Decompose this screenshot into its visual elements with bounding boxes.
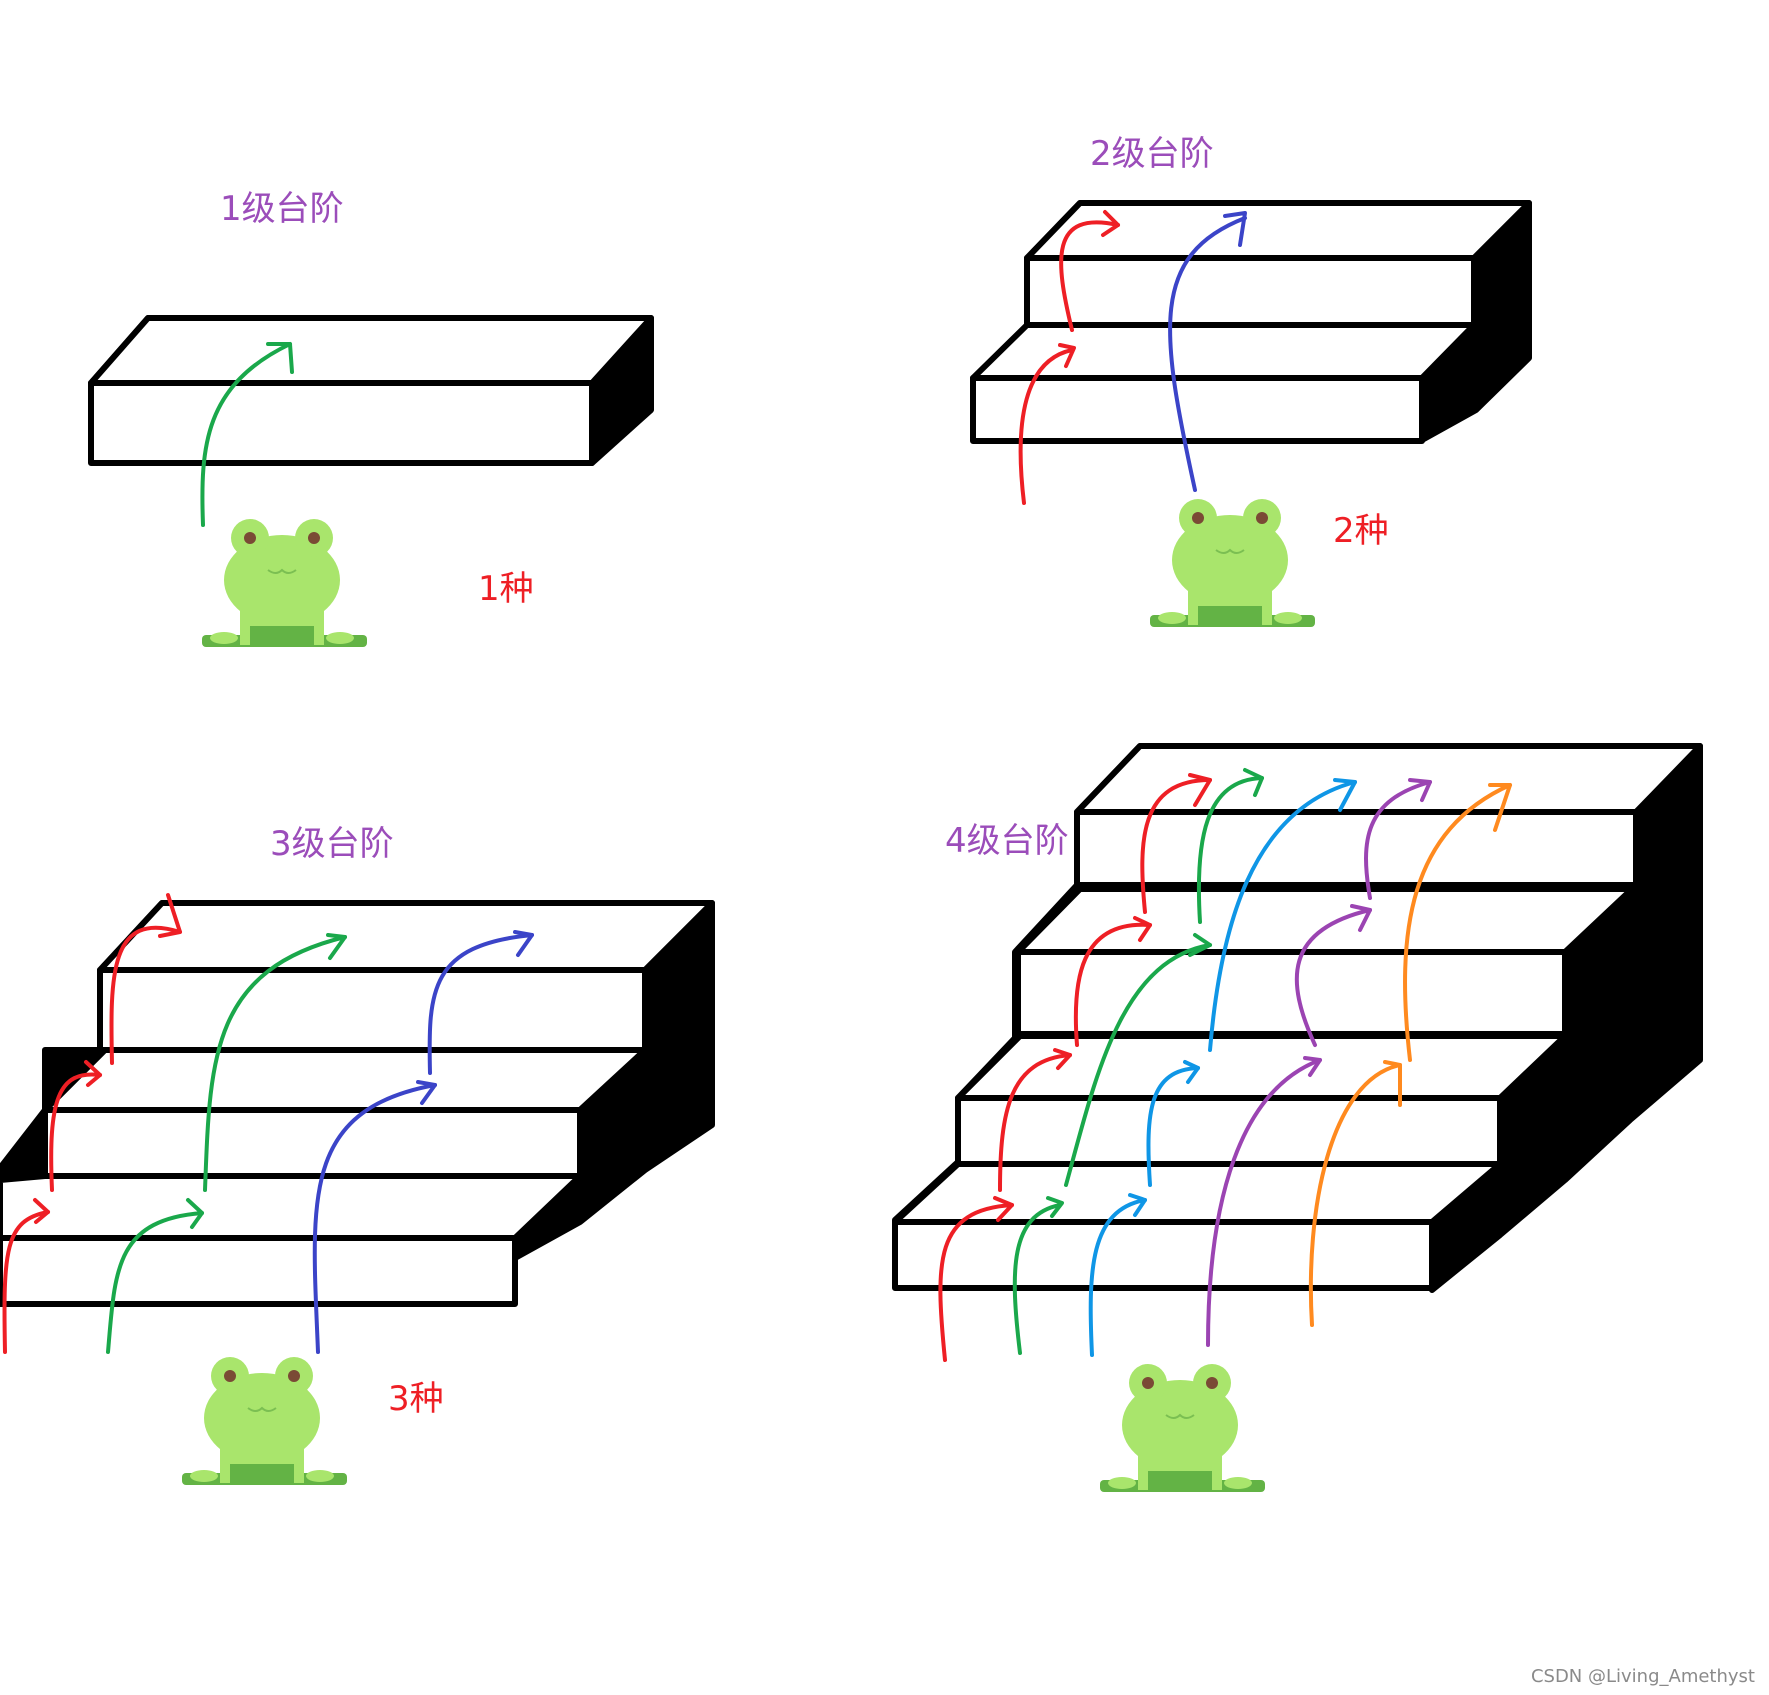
panel-4-steps: 4级台阶 5种 [895, 746, 1700, 1492]
panel-2-ways-label: 2种 [1333, 511, 1389, 551]
frog-icon [182, 1357, 347, 1485]
panel-1-steps: 1级台阶 1种 [91, 189, 651, 647]
panel-2-steps: 2级台阶 2种 [973, 134, 1529, 627]
staircase-2 [973, 203, 1529, 441]
panel-2-steps-label: 2级台阶 [1090, 134, 1214, 174]
watermark: CSDN @Living_Amethyst [1531, 1666, 1755, 1687]
panel-4-steps-label: 4级台阶 [945, 821, 1069, 861]
panel-3-steps: 3级台阶 3种 [0, 824, 712, 1485]
panel-3-steps-label: 3级台阶 [270, 824, 394, 864]
frog-icon [202, 519, 367, 647]
panel-1-ways-label: 1种 [478, 569, 534, 609]
frog-icon [1100, 1364, 1265, 1492]
frog-icon [1150, 499, 1315, 627]
panel-1-steps-label: 1级台阶 [220, 189, 344, 229]
staircase-3 [0, 903, 712, 1304]
panel-3-ways-label: 3种 [388, 1379, 444, 1419]
staircase-1 [91, 318, 651, 463]
